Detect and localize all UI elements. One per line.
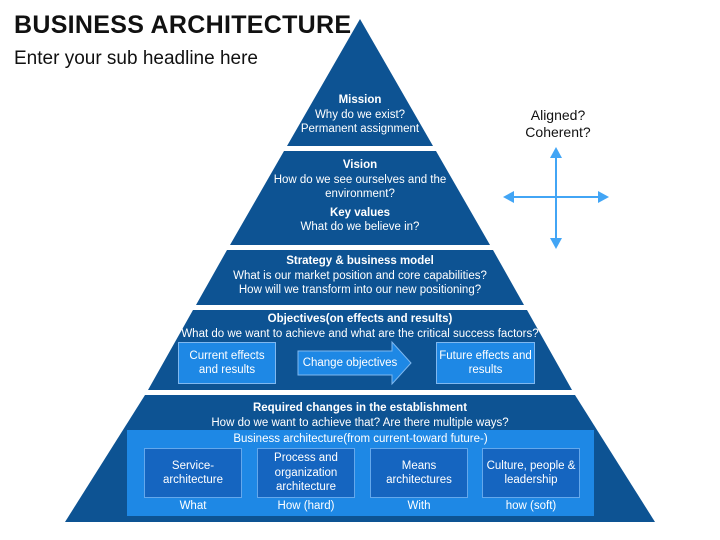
culture-leadership-line2: leadership — [504, 474, 558, 486]
key-values-heading: Key values — [329, 206, 391, 219]
strategy-line2: How will we transform into our new posit… — [238, 284, 482, 296]
tier-vision — [230, 151, 490, 245]
alignment-question: Aligned? Coherent? — [510, 107, 606, 141]
process-organization-line3: architecture — [275, 481, 337, 494]
mission-heading: Mission — [338, 94, 382, 106]
future-effects-line2: results — [468, 364, 503, 376]
objectives-line1: What do we want to achieve and what are … — [181, 327, 539, 340]
business-architecture-title: Business architecture(from current-towar… — [233, 433, 488, 445]
means-architectures-line1: Means — [401, 459, 437, 472]
change-objectives-arrow — [297, 340, 412, 386]
changes-line1: How do we want to achieve that? Are ther… — [211, 416, 509, 429]
changes-heading: Required changes in the establishment — [252, 402, 468, 414]
current-effects-line2: and results — [198, 364, 256, 376]
future-effects-line1: Future effects and — [439, 349, 532, 362]
key-values-line: What do we believe in? — [300, 221, 420, 233]
culture-leadership-line1: Culture, people & — [486, 459, 576, 472]
aligned-label: Aligned? — [530, 107, 586, 123]
tier-mission — [287, 19, 433, 146]
process-organization-box: Process and organization architecture — [257, 448, 355, 498]
footer-what: What — [179, 500, 207, 512]
vision-heading: Vision — [342, 159, 378, 171]
current-effects-line1: Current effects — [189, 349, 265, 362]
objectives-text: Objectives(on effects and results) What … — [170, 312, 550, 341]
process-organization-line1: Process and — [274, 452, 338, 465]
means-architectures-box: Means architectures — [370, 448, 468, 498]
strategy-line1: What is our market position and core cap… — [233, 269, 487, 282]
service-architecture-box: Service- architecture — [144, 448, 242, 498]
mission-text: Mission Why do we exist? Permanent assig… — [290, 93, 430, 137]
vision-line2: environment? — [325, 188, 395, 200]
footer-with: With — [407, 500, 431, 512]
changes-text: Required changes in the establishment Ho… — [180, 401, 540, 430]
mission-line1: Why do we exist? — [314, 108, 406, 121]
future-effects-box: Future effects and results — [436, 342, 535, 384]
strategy-text: Strategy & business model What is our ma… — [210, 254, 510, 298]
change-objectives-label: Change objectives — [302, 356, 398, 369]
vision-line1: How do we see ourselves and the — [273, 173, 447, 186]
process-organization-line2: organization — [274, 466, 338, 479]
objectives-heading: Objectives(on effects and results) — [267, 313, 453, 325]
footer-how-soft: how (soft) — [505, 500, 557, 512]
page-subtitle: Enter your sub headline here — [14, 48, 258, 69]
coherent-label: Coherent? — [525, 124, 591, 140]
strategy-heading: Strategy & business model — [286, 255, 434, 267]
four-direction-arrows-icon — [503, 147, 609, 249]
service-architecture-line2: architecture — [162, 474, 224, 486]
vision-text: Vision How do we see ourselves and the e… — [260, 158, 460, 235]
means-architectures-line2: architectures — [386, 474, 452, 486]
tier-strategy — [196, 250, 524, 305]
service-architecture-line1: Service- — [171, 459, 215, 472]
current-effects-box: Current effects and results — [178, 342, 276, 384]
footer-how-hard: How (hard) — [277, 500, 335, 512]
mission-line2: Permanent assignment — [300, 123, 420, 135]
culture-leadership-box: Culture, people & leadership — [482, 448, 580, 498]
page-title: BUSINESS ARCHITECTURE — [14, 11, 352, 39]
